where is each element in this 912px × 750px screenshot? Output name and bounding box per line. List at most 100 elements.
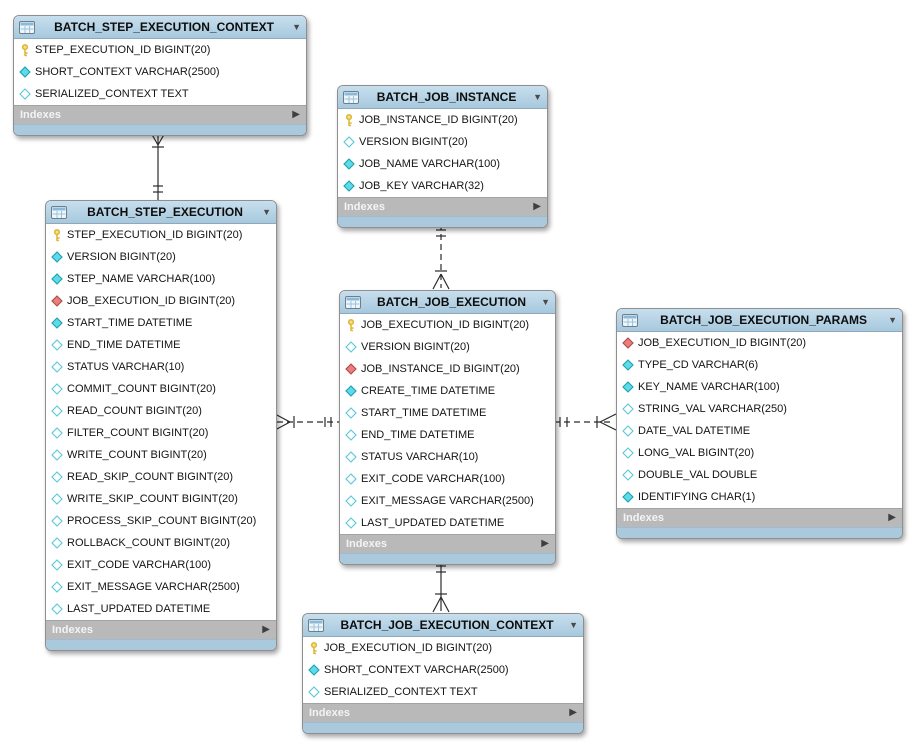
column-row[interactable]: SHORT_CONTEXT VARCHAR(2500) — [14, 61, 306, 83]
collapse-chevron-icon[interactable]: ▼ — [541, 296, 550, 307]
collapse-chevron-icon[interactable]: ▼ — [569, 619, 578, 630]
table-header-batch-job-execution-context[interactable]: BATCH_JOB_EXECUTION_CONTEXT▼ — [303, 614, 583, 637]
column-row[interactable]: COMMIT_COUNT BIGINT(20) — [46, 378, 276, 400]
indexes-expand-icon[interactable]: ▶ — [569, 707, 577, 718]
column-row[interactable]: WRITE_COUNT BIGINT(20) — [46, 444, 276, 466]
table-batch-step-execution[interactable]: BATCH_STEP_EXECUTION▼ STEP_EXECUTION_ID B… — [45, 200, 277, 651]
table-grid-icon — [622, 313, 638, 327]
column-label: PROCESS_SKIP_COUNT BIGINT(20) — [67, 515, 257, 527]
indexes-bar[interactable]: Indexes▶ — [617, 508, 902, 527]
column-row[interactable]: STEP_NAME VARCHAR(100) — [46, 268, 276, 290]
rel-job-execution--job-execution-context[interactable] — [432, 560, 450, 613]
column-row[interactable]: EXIT_CODE VARCHAR(100) — [46, 554, 276, 576]
column-row[interactable]: TYPE_CD VARCHAR(6) — [617, 354, 902, 376]
table-batch-job-execution-params[interactable]: BATCH_JOB_EXECUTION_PARAMS▼JOB_EXECUTION… — [616, 308, 903, 539]
table-batch-step-execution-context[interactable]: BATCH_STEP_EXECUTION_CONTEXT▼STEP_EXECUT… — [13, 15, 307, 136]
column-row[interactable]: JOB_KEY VARCHAR(32) — [338, 175, 547, 197]
column-row[interactable]: SHORT_CONTEXT VARCHAR(2500) — [303, 659, 583, 681]
column-row[interactable]: IDENTIFYING CHAR(1) — [617, 486, 902, 508]
indexes-expand-icon[interactable]: ▶ — [292, 109, 300, 120]
column-row[interactable]: LONG_VAL BIGINT(20) — [617, 442, 902, 464]
column-row[interactable]: JOB_EXECUTION_ID BIGINT(20) — [303, 637, 583, 659]
indexes-bar[interactable]: Indexes▶ — [340, 534, 555, 553]
indexes-bar[interactable]: Indexes ▶ — [338, 197, 547, 216]
primary-key-icon — [19, 43, 31, 57]
column-row[interactable]: VERSION BIGINT(20) — [46, 246, 276, 268]
collapse-chevron-icon[interactable]: ▼ — [533, 91, 542, 102]
indexes-expand-icon[interactable]: ▶ — [262, 624, 270, 635]
column-row[interactable]: JOB_INSTANCE_ID BIGINT(20) — [340, 358, 555, 380]
table-header-batch-step-execution[interactable]: BATCH_STEP_EXECUTION▼ — [46, 201, 276, 224]
column-row[interactable]: DOUBLE_VAL DOUBLE — [617, 464, 902, 486]
column-row[interactable]: JOB_EXECUTION_ID BIGINT(20) — [340, 314, 555, 336]
column-label: EXIT_CODE VARCHAR(100) — [361, 473, 506, 485]
column-row[interactable]: LAST_UPDATED DATETIME — [46, 598, 276, 620]
column-label: EXIT_MESSAGE VARCHAR(2500) — [67, 581, 240, 593]
filled-diamond-icon — [308, 664, 320, 677]
column-label: READ_SKIP_COUNT BIGINT(20) — [67, 471, 234, 483]
column-row[interactable]: END_TIME DATETIME — [340, 424, 555, 446]
column-row[interactable]: STATUS VARCHAR(10) — [340, 446, 555, 468]
column-label: DOUBLE_VAL DOUBLE — [638, 469, 758, 481]
column-list: JOB_EXECUTION_ID BIGINT(20)TYPE_CD VARCH… — [617, 332, 902, 508]
column-row[interactable]: WRITE_SKIP_COUNT BIGINT(20) — [46, 488, 276, 510]
foreign-key-diamond-icon — [622, 337, 634, 350]
column-row[interactable]: VERSION BIGINT(20) — [338, 131, 547, 153]
table-header-batch-job-instance[interactable]: BATCH_JOB_INSTANCE▼ — [338, 86, 547, 109]
column-row[interactable]: JOB_EXECUTION_ID BIGINT(20) — [46, 290, 276, 312]
column-row[interactable]: SERIALIZED_CONTEXT TEXT — [303, 681, 583, 703]
column-row[interactable]: JOB_EXECUTION_ID BIGINT(20) — [617, 332, 902, 354]
column-row[interactable]: DATE_VAL DATETIME — [617, 420, 902, 442]
column-row[interactable]: START_TIME DATETIME — [46, 312, 276, 334]
collapse-chevron-icon[interactable]: ▼ — [262, 206, 271, 217]
indexes-bar[interactable]: Indexes▶ — [303, 703, 583, 722]
rel-step-execution--job-execution[interactable] — [274, 413, 339, 431]
column-row[interactable]: END_TIME DATETIME — [46, 334, 276, 356]
indexes-expand-icon[interactable]: ▶ — [888, 512, 896, 523]
rel-job-instance--job-execution[interactable] — [432, 224, 450, 290]
rel-job-execution--job-execution-params[interactable] — [554, 413, 617, 431]
column-row[interactable]: STEP_EXECUTION_ID BIGINT(20) — [14, 39, 306, 61]
table-batch-job-instance[interactable]: BATCH_JOB_INSTANCE▼ JOB_INSTANCE_ID BIGIN… — [337, 85, 548, 228]
indexes-expand-icon[interactable]: ▶ — [541, 538, 549, 549]
column-row[interactable]: JOB_NAME VARCHAR(100) — [338, 153, 547, 175]
column-row[interactable]: JOB_INSTANCE_ID BIGINT(20) — [338, 109, 547, 131]
column-row[interactable]: PROCESS_SKIP_COUNT BIGINT(20) — [46, 510, 276, 532]
column-row[interactable]: EXIT_MESSAGE VARCHAR(2500) — [46, 576, 276, 598]
indexes-label: Indexes — [344, 201, 385, 213]
table-header-batch-job-execution-params[interactable]: BATCH_JOB_EXECUTION_PARAMS▼ — [617, 309, 902, 332]
rel-step-execution-context--step-execution[interactable] — [149, 130, 167, 200]
column-row[interactable]: STATUS VARCHAR(10) — [46, 356, 276, 378]
table-header-batch-job-execution[interactable]: BATCH_JOB_EXECUTION▼ — [340, 291, 555, 314]
indexes-bar[interactable]: Indexes▶ — [14, 105, 306, 124]
column-row[interactable]: SERIALIZED_CONTEXT TEXT — [14, 83, 306, 105]
column-row[interactable]: STRING_VAL VARCHAR(250) — [617, 398, 902, 420]
table-batch-job-execution-context[interactable]: BATCH_JOB_EXECUTION_CONTEXT▼ JOB_EXECUTIO… — [302, 613, 584, 734]
column-label: JOB_INSTANCE_ID BIGINT(20) — [359, 114, 518, 126]
table-batch-job-execution[interactable]: BATCH_JOB_EXECUTION▼JOB_EXECUTION_ID BIG… — [339, 290, 556, 565]
indexes-expand-icon[interactable]: ▶ — [533, 201, 541, 212]
column-row[interactable]: READ_SKIP_COUNT BIGINT(20) — [46, 466, 276, 488]
column-row[interactable]: STEP_EXECUTION_ID BIGINT(20) — [46, 224, 276, 246]
filled-diamond-icon — [343, 158, 355, 171]
column-row[interactable]: FILTER_COUNT BIGINT(20) — [46, 422, 276, 444]
primary-key-icon — [345, 318, 357, 332]
column-label: STATUS VARCHAR(10) — [361, 451, 479, 463]
column-label: JOB_EXECUTION_ID BIGINT(20) — [324, 642, 493, 654]
indexes-bar[interactable]: Indexes▶ — [46, 620, 276, 639]
column-row[interactable]: ROLLBACK_COUNT BIGINT(20) — [46, 532, 276, 554]
column-row[interactable]: VERSION BIGINT(20) — [340, 336, 555, 358]
collapse-chevron-icon[interactable]: ▼ — [292, 21, 301, 32]
collapse-chevron-icon[interactable]: ▼ — [888, 314, 897, 325]
column-row[interactable]: LAST_UPDATED DATETIME — [340, 512, 555, 534]
hollow-diamond-icon — [51, 339, 63, 352]
column-row[interactable]: EXIT_CODE VARCHAR(100) — [340, 468, 555, 490]
column-row[interactable]: EXIT_MESSAGE VARCHAR(2500) — [340, 490, 555, 512]
column-row[interactable]: CREATE_TIME DATETIME — [340, 380, 555, 402]
column-row[interactable]: START_TIME DATETIME — [340, 402, 555, 424]
table-header-batch-step-execution-context[interactable]: BATCH_STEP_EXECUTION_CONTEXT▼ — [14, 16, 306, 39]
table-bottom-strip — [338, 216, 547, 227]
column-row[interactable]: KEY_NAME VARCHAR(100) — [617, 376, 902, 398]
column-label: STEP_EXECUTION_ID BIGINT(20) — [67, 229, 243, 241]
column-row[interactable]: READ_COUNT BIGINT(20) — [46, 400, 276, 422]
